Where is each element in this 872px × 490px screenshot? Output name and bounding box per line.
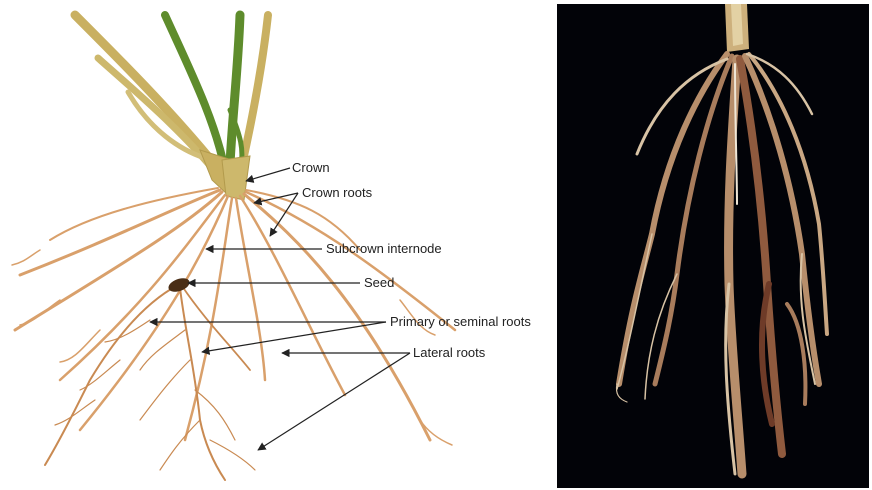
label-lateral-roots: Lateral roots [413, 345, 486, 360]
primary-roots [45, 285, 255, 480]
label-subcrown-internode: Subcrown internode [326, 241, 442, 256]
label-crown-roots: Crown roots [302, 185, 373, 200]
plant-stems [75, 15, 268, 200]
crown-roots [12, 188, 455, 445]
root-system-diagram: Crown Crown roots Subcrown internode See… [0, 0, 548, 490]
label-primary-roots: Primary or seminal roots [390, 314, 531, 329]
root-photograph [557, 4, 869, 488]
leader-arrows [150, 168, 410, 450]
label-crown: Crown [292, 160, 330, 175]
label-seed: Seed [364, 275, 394, 290]
